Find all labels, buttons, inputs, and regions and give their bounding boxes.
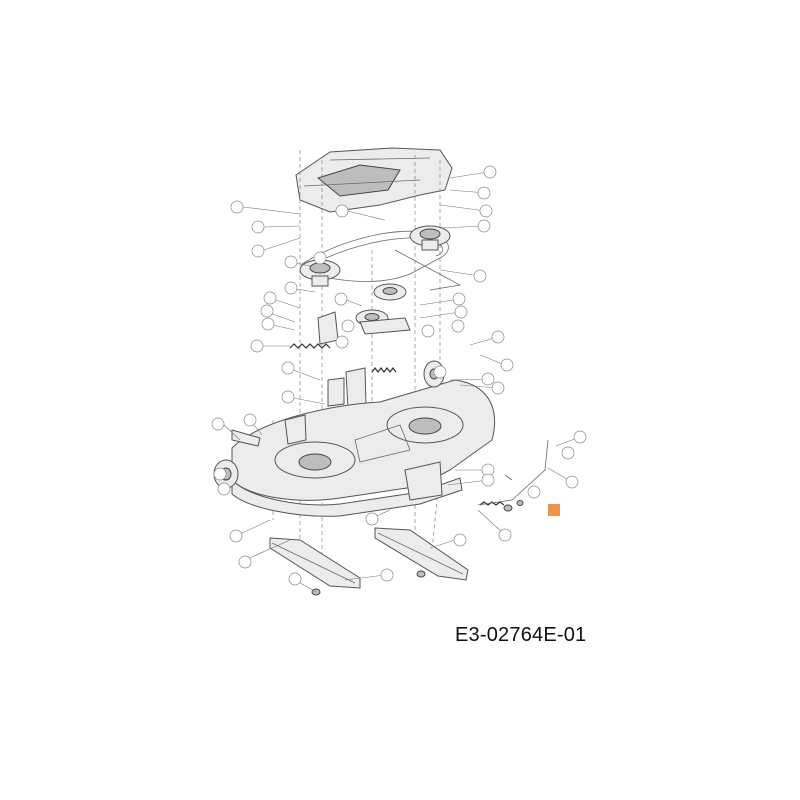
center-pulley: [355, 309, 411, 335]
leader-lines: [222, 171, 581, 593]
mower-deck: [231, 379, 496, 517]
lift-rod: [477, 439, 549, 512]
belt-cover: [295, 147, 453, 213]
drawing-code: E3-02764E-01: [455, 624, 587, 646]
pulley-right: [409, 225, 451, 251]
blade-left: [269, 537, 361, 589]
idler-pulley: [373, 283, 407, 301]
blade-right: [374, 527, 469, 581]
pulley-left: [299, 259, 341, 287]
callout-circles: [211, 165, 587, 586]
blade-bolts: [311, 570, 426, 596]
idler-bracket: [317, 311, 367, 409]
highlight-marker: [548, 504, 560, 516]
